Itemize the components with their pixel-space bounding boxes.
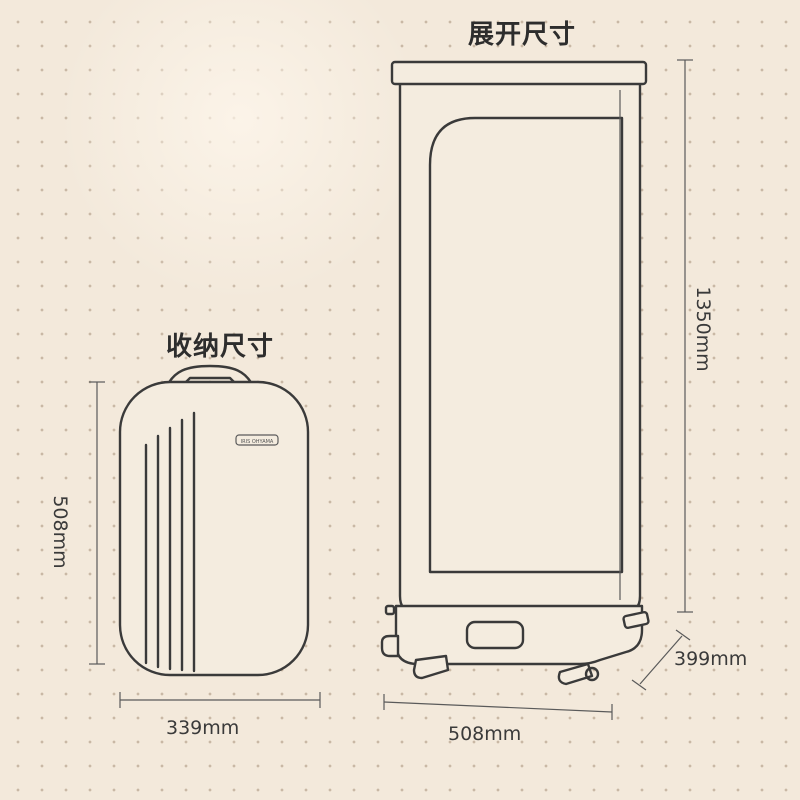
expanded-size-title: 展开尺寸	[468, 20, 577, 50]
expanded-dryer-drawing	[380, 59, 693, 720]
expanded-depth-label: 399mm	[674, 648, 748, 670]
expanded-height-label: 1350mm	[692, 286, 714, 372]
storage-height-label: 508mm	[49, 495, 71, 569]
brand-label: IRIS OHYAMA	[241, 439, 274, 445]
expanded-width-label: 508mm	[448, 723, 522, 745]
storage-size-title: 收纳尺寸	[166, 332, 275, 362]
folded-backpack-drawing: IRIS OHYAMA	[89, 364, 321, 708]
storage-width-label: 339mm	[166, 717, 240, 739]
